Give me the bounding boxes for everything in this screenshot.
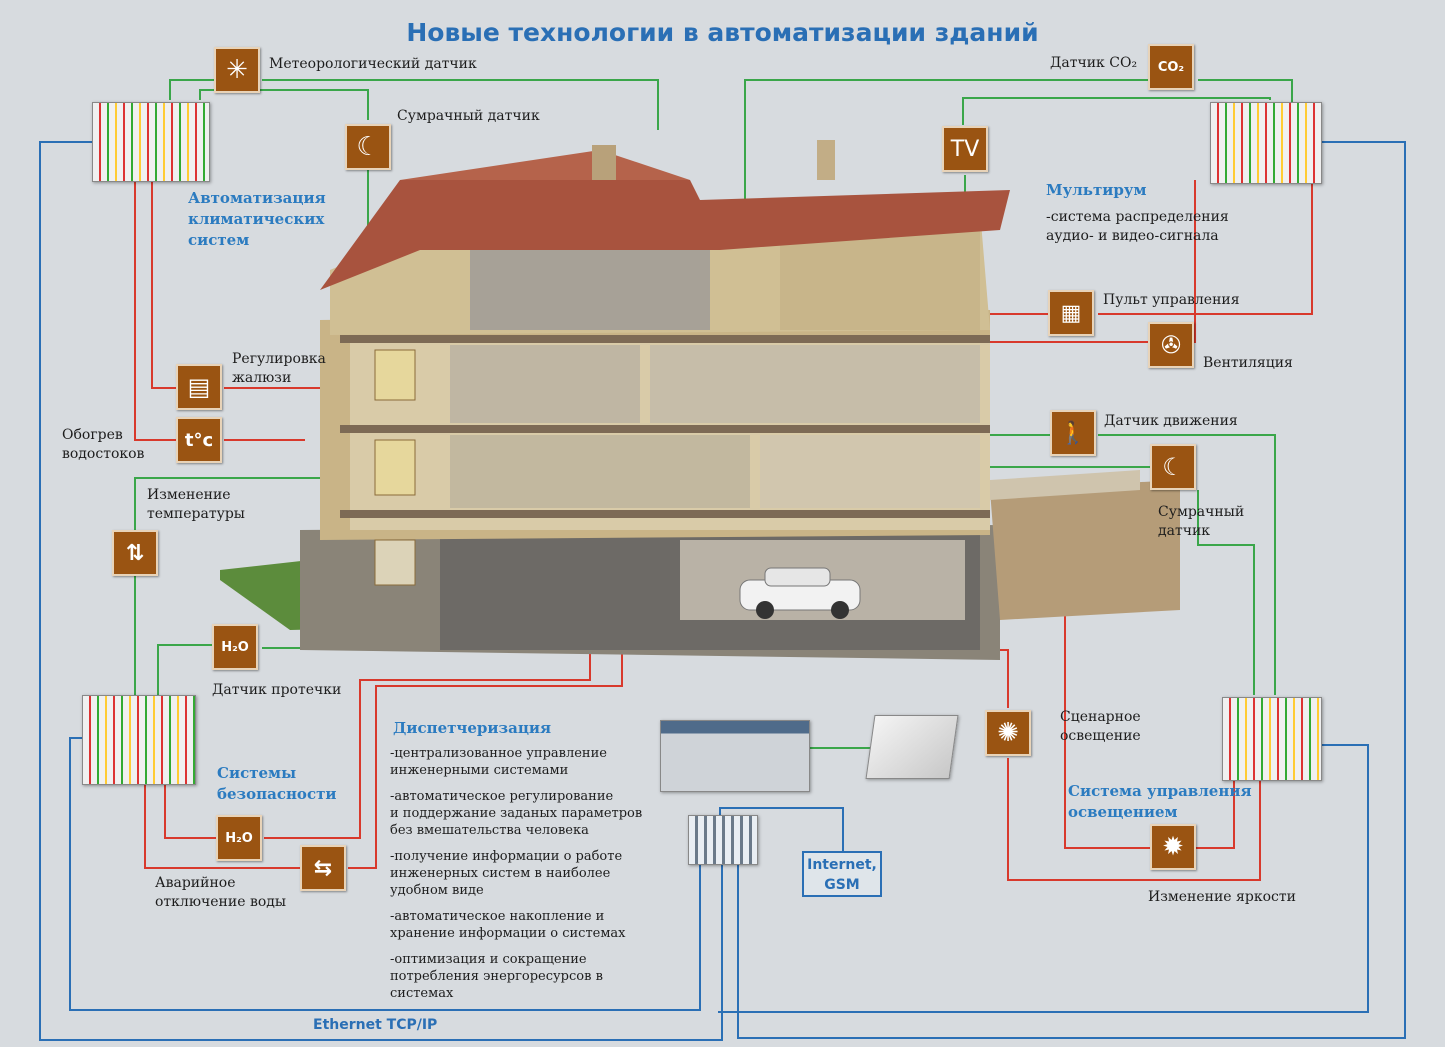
co2-sensor-icon: CO₂ <box>1148 44 1194 90</box>
dispatch-item: -централизованное управление инженерными… <box>390 746 607 778</box>
switch-panel <box>688 815 758 865</box>
leak-sensor-icon: H₂O <box>212 624 258 670</box>
brightness-icon: ✹ <box>1150 824 1196 870</box>
ethernet-label: Ethernet TCP/IP <box>313 1017 438 1033</box>
remote-control-icon: ▦ <box>1048 290 1094 336</box>
gutter-heating-label: Обогрев водостоков <box>62 427 145 462</box>
plc-module-bottom-left <box>82 695 196 785</box>
dispatch-item: -автоматическое регулирование и поддержа… <box>390 789 643 838</box>
temperature-change-label: Изменение температуры <box>147 487 245 522</box>
scene-lighting-label: Сценарное освещение <box>1060 709 1141 744</box>
security-section-title: Системы безопасности <box>217 764 337 803</box>
twilight-sensor-label: Сумрачный датчик <box>397 108 540 124</box>
page-title: Новые технологии в автоматизации зданий <box>406 18 1039 47</box>
multiroom-section-title: Мультирум <box>1046 181 1147 199</box>
co2-sensor-label: Датчик CO₂ <box>1050 55 1138 71</box>
climate-section-title: Автоматизация климатических систем <box>188 189 326 249</box>
water-valve-icon: H₂O <box>216 815 262 861</box>
meteo-sensor-icon: ✳ <box>214 47 260 93</box>
motion-sensor-label: Датчик движения <box>1104 413 1238 429</box>
car-image <box>739 567 861 619</box>
gutter-heating-icon: t°c <box>176 417 222 463</box>
dispatch-item: -получение информации о работе инженерны… <box>390 849 623 898</box>
temperature-change-icon: ⇅ <box>112 530 158 576</box>
water-shutoff-icon: ⇆ <box>300 845 346 891</box>
multiroom-description: -система распределения аудио- и видео-си… <box>1046 209 1229 244</box>
internet-gsm-box: Internet, GSM <box>802 851 882 897</box>
blinds-label: Регулировка жалюзи <box>232 351 326 386</box>
dispatch-item: -автоматическое накопление и хранение ин… <box>390 909 626 941</box>
dispatch-list: -централизованное управление инженерными… <box>390 745 680 1002</box>
tv-icon: TV <box>942 126 988 172</box>
twilight-sensor-right-label: Сумрачный датчик <box>1158 504 1245 539</box>
leak-sensor-label: Датчик протечки <box>212 682 342 698</box>
lighting-section-title: Система управления освещением <box>1068 782 1252 821</box>
ventilation-icon: ✇ <box>1148 322 1194 368</box>
water-shutoff-label: Аварийное отключение воды <box>155 875 287 910</box>
ventilation-label: Вентиляция <box>1203 355 1293 371</box>
dispatch-item: -оптимизация и сокращение потребления эн… <box>390 952 603 1001</box>
plc-module-top-left <box>92 102 210 182</box>
house-illustration <box>220 140 1180 660</box>
meteo-sensor-label: Метеорологический датчик <box>269 56 477 72</box>
scene-lighting-icon: ✺ <box>985 710 1031 756</box>
motion-sensor-icon: 🚶 <box>1050 410 1096 456</box>
twilight-sensor-right-icon: ☾ <box>1150 444 1196 490</box>
server-unit <box>660 720 810 792</box>
remote-control-label: Пульт управления <box>1103 292 1240 308</box>
touch-panel <box>865 715 959 779</box>
brightness-label: Изменение яркости <box>1148 889 1296 905</box>
twilight-sensor-icon: ☾ <box>345 124 391 170</box>
dispatch-section-title: Диспетчеризация <box>393 719 552 737</box>
plc-module-top-right <box>1210 102 1322 184</box>
blinds-icon: ▤ <box>176 364 222 410</box>
plc-module-bottom-right <box>1222 697 1322 781</box>
